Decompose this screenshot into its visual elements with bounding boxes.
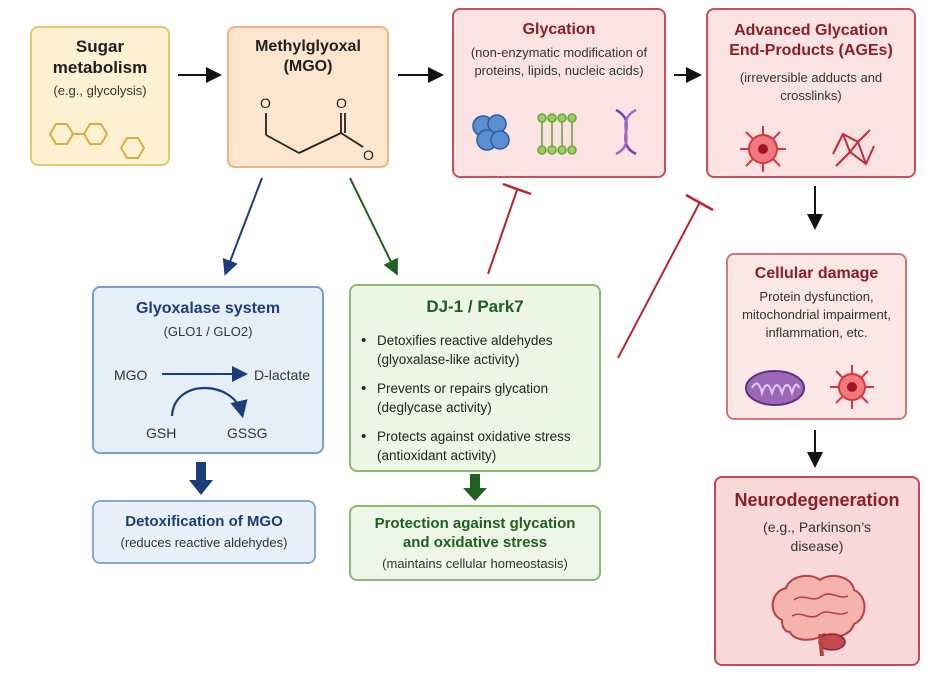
lipid-bilayer-icon — [537, 113, 577, 155]
mitochondrion-icon — [745, 370, 805, 406]
mgo-atom-o2: O — [336, 95, 347, 111]
inhibit-dj1-ages-bar — [685, 193, 714, 212]
sugar-metabolism-title: Sugar metabolism — [52, 37, 148, 77]
neurodegeneration-title: Neurodegeneration — [734, 490, 900, 510]
dj1-bullet: Protects against oxidative stress (antio… — [351, 427, 599, 465]
protein-blob-icon — [472, 114, 510, 151]
cellular-damage-box: Cellular damage Protein dysfunction, mit… — [726, 253, 907, 420]
detox-title: Detoxification of MGO — [125, 513, 283, 530]
cellular-damage-subtitle: Protein dysfunction, mitochondrial impai… — [742, 289, 891, 340]
dj1-title: DJ-1 / Park7 — [426, 297, 524, 316]
dj1-bullet: Prevents or repairs glycation (deglycase… — [351, 379, 599, 417]
dna-helix-icon — [615, 108, 637, 156]
glyoxalase-gssg-label: GSSG — [227, 425, 268, 441]
glycation-box: Glycation (non-enzymatic modification of… — [452, 8, 666, 178]
sugar-metabolism-subtitle: (e.g., glycolysis) — [53, 83, 147, 98]
inhibit-dj1-ages — [617, 201, 701, 359]
glycation-subtitle: (non-enzymatic modification of proteins,… — [470, 45, 648, 78]
neurodegeneration-subtitle: (e.g., Parkinson’s disease) — [763, 519, 871, 554]
cell-icon — [740, 126, 786, 172]
thick-arrow-glyoxalase-to-detox — [189, 462, 213, 495]
inhibit-dj1-glycation — [487, 189, 518, 275]
glyoxalase-reaction-icon — [162, 366, 248, 419]
glyoxalase-subtitle: (GLO1 / GLO2) — [163, 324, 253, 339]
cellular-damage-title: Cellular damage — [754, 265, 879, 282]
glyoxalase-mgo-label: MGO — [114, 367, 148, 383]
brain-icon — [771, 574, 866, 657]
thick-arrow-dj1-to-protection — [463, 474, 487, 501]
crosslink-network-icon — [832, 129, 875, 167]
ages-title: Advanced Glycation End-Products (AGEs) — [729, 22, 893, 59]
ages-box: Advanced Glycation End-Products (AGEs) (… — [706, 8, 916, 178]
mgo-structure-icon: O O O — [260, 95, 374, 163]
glyoxalase-title: Glyoxalase system — [135, 300, 281, 317]
protection-box: Protection against glycation and oxidati… — [349, 505, 601, 581]
glyoxalase-dlactate-label: D-lactate — [254, 367, 311, 383]
glycation-title: Glycation — [522, 21, 596, 38]
glyoxalase-gsh-label: GSH — [146, 425, 177, 441]
protection-subtitle: (maintains cellular homeostasis) — [382, 556, 568, 571]
dj1-box: DJ-1 / Park7 Detoxifies reactive aldehyd… — [349, 284, 601, 472]
mgo-atom-o3: O — [363, 147, 374, 163]
glyoxalase-box: Glyoxalase system (GLO1 / GLO2) MGO D-la… — [92, 286, 324, 454]
cell-icon — [830, 365, 874, 409]
mgo-atom-o1: O — [260, 95, 271, 111]
inhibit-dj1-glycation-bar — [502, 182, 532, 196]
methylglyoxal-title: Methylglyoxal (MGO) — [255, 38, 361, 75]
arrow-mgo-to-dj1 — [349, 177, 398, 276]
detox-subtitle: (reduces reactive aldehydes) — [120, 535, 288, 550]
sugar-metabolism-box: Sugar metabolism (e.g., glycolysis) — [30, 26, 170, 166]
arrow-mgo-to-glyoxalase — [222, 177, 263, 276]
dj1-bullet-list: Detoxifies reactive aldehydes (glyoxalas… — [351, 331, 599, 465]
detox-box: Detoxification of MGO (reduces reactive … — [92, 500, 316, 564]
neurodegeneration-box: Neurodegeneration (e.g., Parkinson’s dis… — [714, 476, 920, 666]
dj1-bullet: Detoxifies reactive aldehydes (glyoxalas… — [351, 331, 599, 369]
hexagon-chain-icon — [48, 123, 146, 159]
methylglyoxal-box: Methylglyoxal (MGO) O O O — [227, 26, 389, 168]
ages-subtitle: (irreversible adducts and crosslinks) — [739, 70, 883, 103]
protection-title: Protection against glycation and oxidati… — [374, 515, 576, 551]
